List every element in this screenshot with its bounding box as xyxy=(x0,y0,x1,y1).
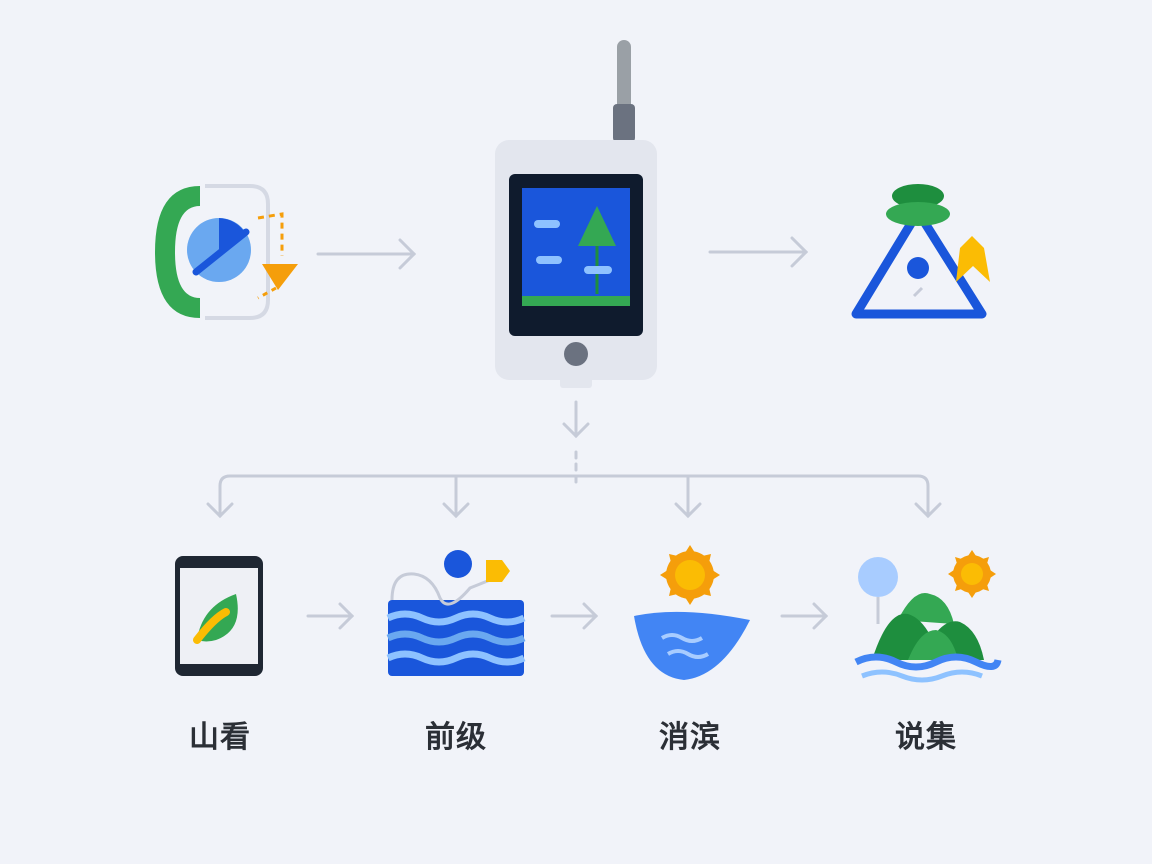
branch-connector xyxy=(206,474,942,519)
triangle-map-marker-icon xyxy=(851,184,990,319)
arrow-step-1-2 xyxy=(306,602,355,630)
handheld-device-icon xyxy=(495,40,657,388)
arrow-down-from-device xyxy=(562,400,590,486)
step-label-1: 山看 xyxy=(189,720,251,755)
arrow-step-2-3 xyxy=(550,602,599,630)
arrow-to-map-marker xyxy=(708,236,809,268)
pie-chart-sensor-icon xyxy=(155,184,298,320)
step-label-2: 前级 xyxy=(425,720,487,755)
step-label-4: 说集 xyxy=(895,720,957,755)
sun-water-icon xyxy=(634,545,750,680)
water-waves-icon xyxy=(386,550,526,676)
step-label-3: 消滨 xyxy=(659,720,721,755)
arrow-to-device xyxy=(316,238,417,270)
tablet-leaf-icon xyxy=(175,556,263,676)
arrow-step-3-4 xyxy=(780,602,829,630)
island-sun-icon xyxy=(854,550,1002,683)
